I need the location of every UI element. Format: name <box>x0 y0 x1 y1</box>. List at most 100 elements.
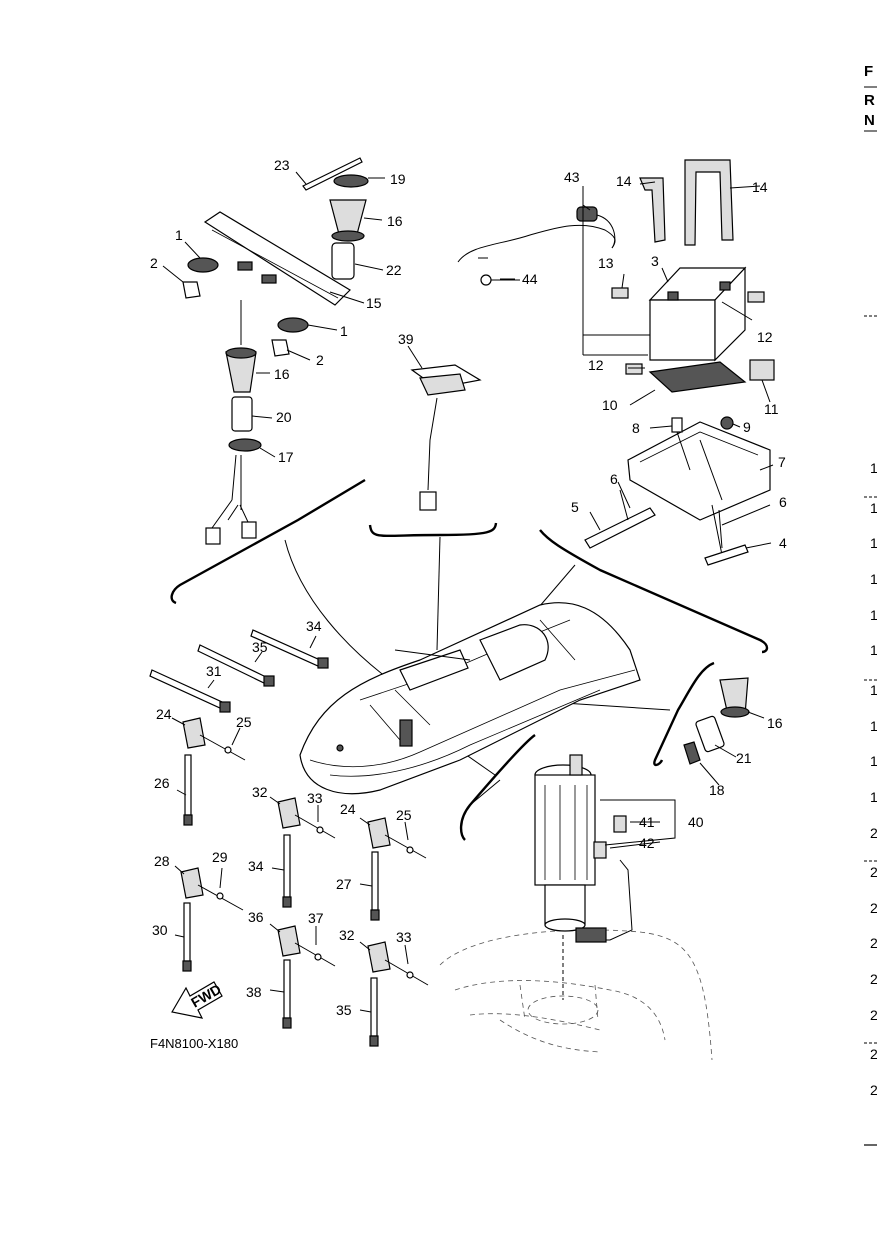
bracket-5 <box>584 507 656 549</box>
bolt-8 <box>671 417 683 433</box>
pin-25-a <box>224 746 232 754</box>
callout-40: 40 <box>688 814 704 830</box>
edge-row: 2 <box>870 1007 877 1023</box>
edge-row: 1 <box>870 753 877 769</box>
nut-9 <box>720 416 734 430</box>
callout-3: 3 <box>651 253 659 269</box>
callout-9: 9 <box>743 419 751 435</box>
callout-41: 41 <box>639 814 655 830</box>
bolt-44 <box>480 274 492 286</box>
callout-19: 19 <box>390 171 406 187</box>
callout-36: 36 <box>248 909 264 925</box>
fwd-label: FWD <box>188 981 224 1011</box>
callout-28: 28 <box>154 853 170 869</box>
callout-25: 25 <box>236 714 252 730</box>
clip-sets <box>171 717 429 1047</box>
screw-2-lower <box>271 339 290 357</box>
callout-24: 24 <box>156 706 172 722</box>
grommet-1-upper <box>187 257 219 273</box>
clamp-19 <box>333 174 369 188</box>
pad-11 <box>749 359 775 381</box>
callout-35: 35 <box>252 639 268 655</box>
tie-35-b <box>370 977 378 1037</box>
callout-14: 14 <box>752 179 768 195</box>
callout-38: 38 <box>246 984 262 1000</box>
callout-4: 4 <box>779 535 787 551</box>
edge-row: 2 <box>870 1046 877 1062</box>
edge-row: 1 <box>870 535 877 551</box>
holder-group-right <box>683 677 765 786</box>
brace-right <box>539 529 769 654</box>
pin-33-a <box>316 826 324 834</box>
callout-34: 34 <box>248 858 264 874</box>
callout-26: 26 <box>154 775 170 791</box>
callout-30: 30 <box>152 922 168 938</box>
pad-12-left <box>625 363 643 375</box>
edge-row: 1 <box>870 500 877 516</box>
sensor-41 <box>613 815 627 833</box>
fuse-43 <box>576 206 598 222</box>
callout-1: 1 <box>175 227 183 243</box>
battery-3 <box>649 299 716 361</box>
callout-42: 42 <box>639 835 655 851</box>
callout-13: 13 <box>598 255 614 271</box>
coupler-right <box>241 521 257 539</box>
tie-30 <box>183 902 191 962</box>
callout-33: 33 <box>307 790 323 806</box>
callout-5: 5 <box>571 499 579 515</box>
battery-group <box>457 159 775 566</box>
tie-34-b <box>283 834 291 898</box>
edge-row: 2 <box>870 935 877 951</box>
band-14-left <box>639 177 666 243</box>
cable-ties <box>149 629 329 713</box>
clamp-17 <box>228 438 262 452</box>
callout-labels: 23 19 16 1 2 22 15 1 2 16 20 17 39 43 44… <box>150 157 787 1018</box>
callout-32: 32 <box>339 927 355 943</box>
meter-assembly-group <box>162 157 385 545</box>
callout-34: 34 <box>306 618 322 634</box>
edge-row: 1 <box>870 460 877 476</box>
right-edge-text: F R N 1 1 1 1 1 1 1 1 1 1 2 2 2 2 2 2 2 … <box>864 63 877 1146</box>
callout-18: 18 <box>709 782 725 798</box>
callout-31: 31 <box>206 663 222 679</box>
edge-row: 1 <box>870 607 877 623</box>
edge-row: 2 <box>870 900 877 916</box>
callout-6: 6 <box>610 471 618 487</box>
callout-8: 8 <box>632 420 640 436</box>
callout-16: 16 <box>274 366 290 382</box>
callout-39: 39 <box>398 331 414 347</box>
edge-row: 2 <box>870 1082 877 1098</box>
clamp-18 <box>683 741 701 765</box>
callout-43: 43 <box>564 169 580 185</box>
collar-21 <box>695 715 725 753</box>
callout-16: 16 <box>387 213 403 229</box>
pad-12-right <box>747 291 765 303</box>
edge-header-1: F <box>864 63 873 80</box>
brace-lower-right <box>653 661 715 767</box>
edge-row: 1 <box>870 571 877 587</box>
callout-22: 22 <box>386 262 402 278</box>
callout-27: 27 <box>336 876 352 892</box>
pad-10 <box>648 361 747 393</box>
edge-row: 1 <box>870 642 877 658</box>
callout-10: 10 <box>602 397 618 413</box>
callout-14: 14 <box>616 173 632 189</box>
pad-13 <box>611 287 629 299</box>
callout-35: 35 <box>336 1002 352 1018</box>
screw-2-upper <box>182 281 201 299</box>
handlebar-area <box>399 649 469 691</box>
fwd-arrow: FWD <box>171 981 224 1019</box>
edge-row: 2 <box>870 864 877 880</box>
clip-24-a <box>182 717 206 749</box>
coupler-left <box>205 527 221 545</box>
callout-44: 44 <box>522 271 538 287</box>
pin-29 <box>216 892 224 900</box>
fuel-pump-group <box>439 754 713 1061</box>
callout-29: 29 <box>212 849 228 865</box>
watercraft-hull <box>299 602 641 795</box>
clip-28 <box>180 867 204 899</box>
figure-code: F4N8100-X180 <box>150 1036 238 1051</box>
clip-24-b <box>367 817 391 849</box>
callout-1: 1 <box>340 323 348 339</box>
